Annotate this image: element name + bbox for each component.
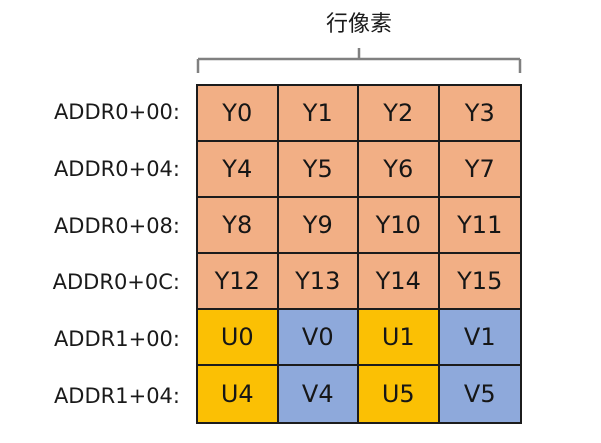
grid-cell-u1: U1 bbox=[359, 310, 440, 366]
address-label: ADDR1+04: bbox=[53, 383, 180, 408]
grid-cell-y4: Y4 bbox=[198, 142, 279, 198]
column-span-brace-icon bbox=[196, 47, 522, 75]
address-label: ADDR1+00: bbox=[53, 327, 180, 351]
address-label: ADDR0+0C: bbox=[52, 270, 180, 295]
grid-cell-y0: Y0 bbox=[198, 86, 279, 142]
address-label: ADDR0+04: bbox=[53, 157, 180, 181]
grid-cell-y15: Y15 bbox=[439, 254, 520, 310]
grid-cell-y2: Y2 bbox=[359, 86, 440, 142]
grid-cell-y8: Y8 bbox=[198, 198, 279, 254]
grid-cell-u4: U4 bbox=[198, 366, 279, 422]
grid-cell-y9: Y9 bbox=[278, 198, 359, 254]
grid-cell-y11: Y11 bbox=[439, 198, 520, 254]
address-label-column: ADDR0+00: ADDR0+04: ADDR0+08: ADDR0+0C: ADDR… bbox=[0, 84, 188, 424]
grid-cell-y1: Y1 bbox=[278, 86, 359, 142]
grid-cell-y13: Y13 bbox=[278, 254, 359, 310]
grid-cell-v5: V5 bbox=[439, 366, 520, 422]
grid-cell-y5: Y5 bbox=[278, 142, 359, 198]
address-label: ADDR0+08: bbox=[53, 213, 180, 238]
page-title: 行像素 bbox=[325, 12, 392, 37]
address-label: ADDR0+00: bbox=[53, 100, 180, 125]
grid-cell-y14: Y14 bbox=[359, 254, 440, 310]
grid-cell-y3: Y3 bbox=[439, 86, 520, 142]
grid-cell-u5: U5 bbox=[359, 366, 440, 422]
grid-cell-v1: V1 bbox=[439, 310, 520, 366]
grid-cell-u0: U0 bbox=[198, 310, 279, 366]
grid-cell-v4: V4 bbox=[278, 366, 359, 422]
grid-cell-y12: Y12 bbox=[198, 254, 279, 310]
grid-cell-y7: Y7 bbox=[439, 142, 520, 198]
grid-cell-y10: Y10 bbox=[359, 198, 440, 254]
grid-cell-y6: Y6 bbox=[359, 142, 440, 198]
grid-cell-v0: V0 bbox=[278, 310, 359, 366]
